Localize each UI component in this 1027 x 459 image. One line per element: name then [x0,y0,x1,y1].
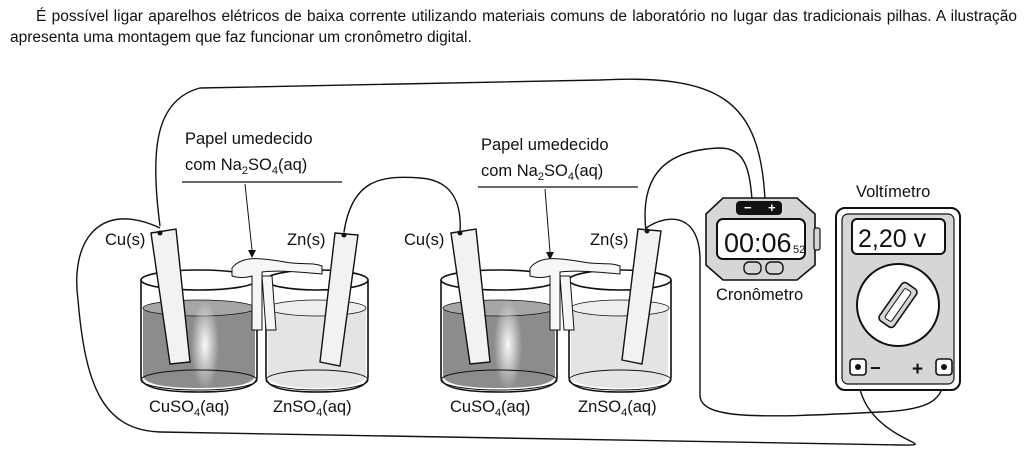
electrode-cu-1 [150,228,191,365]
wire-zn2-to-stopwatch [644,147,753,233]
paper-label-1-line1: Papel umedecido [185,130,313,148]
cell-1 [140,228,369,393]
paper-label-2-line1: Papel umedecido [481,136,609,154]
wire-zn1-to-cu2 [343,176,461,233]
paper-bridge-2 [529,258,621,331]
beaker-znso4-1 [265,269,369,393]
solution-label-znso4-1: ZnSO4(aq) [273,398,352,419]
paper-bridge-1 [231,258,323,331]
solution-label-znso4-2: ZnSO4(aq) [578,398,657,419]
electrode-cu-2 [450,228,491,365]
stopwatch: − + 00:06 52 Cronômetro [705,197,821,304]
electrode-label-zn-2: Zn(s) [590,231,629,249]
paper-label-2-line2: com Na2SO4(aq) [481,162,603,183]
stopwatch-plus-terminal: + [768,200,776,215]
stopwatch-display-time: 00:06 [724,228,792,258]
electrode-zn-2 [621,228,662,365]
stopwatch-label: Cronômetro [716,286,803,304]
voltmeter-selector-knob [878,281,918,329]
electrode-label-cu-2: Cu(s) [404,231,444,249]
voltmeter-label: Voltímetro [856,183,930,201]
voltmeter: Voltímetro 2,20 v − + [835,183,961,391]
voltmeter-plus-sign: + [912,359,923,380]
stopwatch-display-hundredths: 52 [793,244,805,256]
solution-label-cuso4-2: CuSO4(aq) [450,398,530,419]
electrode-zn-1 [319,232,359,367]
voltmeter-display: 2,20 v [858,225,927,253]
voltmeter-minus-sign: − [870,358,881,378]
stopwatch-button-left [743,261,762,275]
electrode-label-zn-1: Zn(s) [287,231,326,249]
stopwatch-minus-terminal: − [744,200,752,215]
intro-paragraph: É possível ligar aparelhos elétricos de … [10,8,1017,46]
cell-2 [440,228,672,393]
paper-label-1-pointer [244,183,253,251]
paper-label-2-pointer [544,188,551,253]
beaker-znso4-2 [568,269,672,393]
paper-label-2: Papel umedecido com Na2SO4(aq) [478,136,638,260]
stopwatch-button-right [765,261,784,275]
paper-label-1-line2: com Na2SO4(aq) [185,156,307,177]
electrode-label-cu-1: Cu(s) [105,231,145,249]
wire-zn2-to-voltmeter [645,218,945,417]
paper-label-1: Papel umedecido com Na2SO4(aq) [182,130,342,258]
wires [76,78,945,446]
stopwatch-side-button [813,227,821,251]
wire-cu1-to-stopwatch [154,78,766,227]
wire-cu1-to-voltmeter [76,218,916,446]
solution-label-cuso4-1: CuSO4(aq) [149,398,229,419]
